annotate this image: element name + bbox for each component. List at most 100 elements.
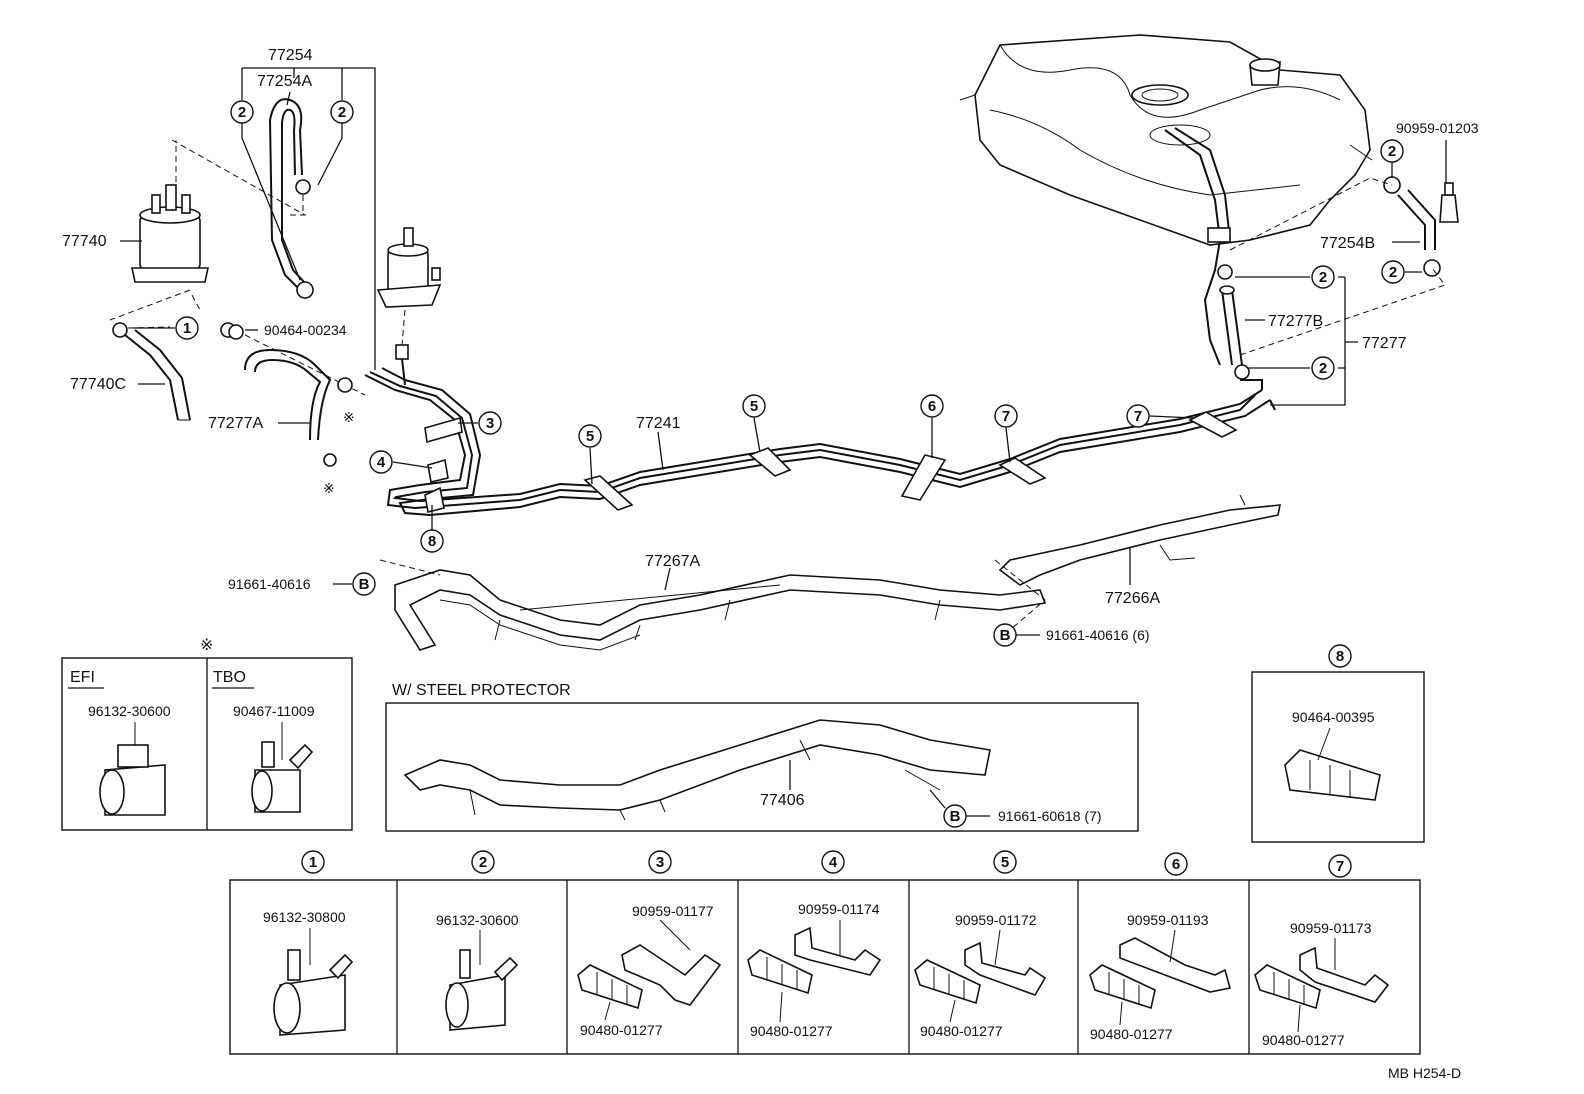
clamp-7a (998, 457, 1047, 485)
callout-5-a: 5 (586, 428, 594, 445)
protector-77266a (994, 494, 1281, 631)
efi-clamp (99, 722, 166, 816)
efi-tbo-ref-mark: ※ (200, 637, 213, 654)
fuel-line-assembly (364, 367, 1276, 517)
callout-2-b: 2 (338, 104, 346, 121)
leaders (120, 67, 1447, 817)
hose-77254a (269, 98, 314, 299)
fuel-tank (959, 34, 1373, 366)
cell-7-clips (1254, 938, 1390, 1033)
cell-1-part: 96132-30800 (263, 909, 346, 925)
cell-3-clips (577, 919, 722, 1021)
steel-protector-box (385, 702, 1139, 832)
callout-5-b: 5 (750, 398, 758, 415)
label-77254b: 77254B (1320, 235, 1375, 252)
fuel-filter (376, 227, 442, 386)
clamp-6 (900, 454, 947, 501)
cell-6-part-b: 90480-01277 (1090, 1026, 1173, 1042)
cell-6-part-a: 90959-01193 (1127, 912, 1209, 928)
callout-2-c: 2 (1388, 143, 1396, 160)
cell-8-box (1251, 671, 1425, 843)
callout-4: 4 (377, 454, 386, 471)
callout-2-f: 2 (1319, 360, 1327, 377)
label-90464-00234: 90464-00234 (264, 322, 347, 338)
cell-2-num: 2 (479, 854, 487, 871)
label-91661-60618-7: 91661-60618 (7) (998, 808, 1102, 824)
clamp-3 (424, 416, 463, 444)
leader-b-left (379, 559, 441, 576)
label-77254: 77254 (268, 47, 313, 64)
callout-b-a: B (359, 576, 370, 593)
label-91661-40616: 91661-40616 (228, 576, 311, 592)
hose-77277a: ※ ※ (220, 322, 366, 496)
callout-2-e: 2 (1319, 269, 1327, 286)
callout-3: 3 (486, 415, 494, 432)
footer-code: MB H254-D (1388, 1065, 1461, 1081)
cell-6-clips (1089, 929, 1232, 1026)
hoses-right (1217, 176, 1459, 380)
clamp-8 (424, 486, 445, 513)
cell-5-num: 5 (1001, 854, 1009, 871)
protector-77406 (403, 719, 991, 821)
charcoal-canister (109, 139, 306, 321)
label-77740: 77740 (62, 233, 107, 250)
steel-protector-label: W/ STEEL PROTECTOR (392, 682, 571, 699)
cell-4-part-b: 90480-01277 (750, 1023, 833, 1039)
cell-5-clips (914, 929, 1047, 1023)
cell-1-clamp (273, 928, 354, 1036)
ref-mark-1: ※ (343, 409, 355, 425)
cell-4-clips (747, 920, 882, 1023)
label-77267a: 77267A (645, 553, 700, 570)
callout-2-a: 2 (238, 104, 246, 121)
tbo-label: TBO (213, 669, 246, 686)
cell-5-part-a: 90959-01172 (955, 912, 1037, 928)
part-labels: 77254 77254A 77740 77740C 90464-00234 77… (62, 47, 1479, 1081)
clamp-4 (427, 458, 449, 483)
label-77277: 77277 (1362, 335, 1407, 352)
label-77254a: 77254A (257, 73, 312, 90)
callout-7-a: 7 (1002, 408, 1010, 425)
callout-8: 8 (428, 533, 436, 550)
clamp-5a (583, 475, 634, 511)
hose-77740c (112, 322, 191, 421)
cell-6-num: 6 (1172, 856, 1180, 873)
label-77406: 77406 (760, 792, 805, 809)
label-77266a: 77266A (1105, 590, 1160, 607)
label-77277b: 77277B (1268, 313, 1323, 330)
cell-7-num: 7 (1336, 858, 1344, 875)
callout-6: 6 (928, 398, 936, 415)
label-77740c: 77740C (70, 376, 126, 393)
tbo-part-number: 90467-11009 (233, 703, 315, 719)
ref-mark-2: ※ (323, 480, 335, 496)
cell-3-num: 3 (656, 854, 664, 871)
clamp-7b (1188, 411, 1238, 438)
clamp-5b (748, 447, 792, 477)
label-77241: 77241 (636, 415, 681, 432)
callout-1: 1 (183, 320, 191, 337)
cell-8-part: 90464-00395 (1292, 709, 1375, 725)
efi-part-number: 96132-30600 (88, 703, 171, 719)
callout-circles: 2 2 1 3 4 8 5 5 6 7 7 2 2 2 2 B B B (175, 100, 1405, 828)
cell-4-num: 4 (829, 854, 838, 871)
cell-7-part-a: 90959-01173 (1290, 920, 1372, 936)
cell-8-num: 8 (1336, 648, 1344, 665)
cell-7-part-b: 90480-01277 (1262, 1032, 1345, 1048)
cell-4-part-a: 90959-01174 (798, 901, 880, 917)
tbo-clamp (251, 722, 314, 813)
label-91661-40616-6: 91661-40616 (6) (1046, 627, 1150, 643)
cell-2-part: 96132-30600 (436, 912, 519, 928)
protector-77267a (394, 569, 1047, 651)
cell-3-part-b: 90480-01277 (580, 1022, 663, 1038)
label-77277a: 77277A (208, 415, 263, 432)
clamp-8-drawing (1284, 727, 1381, 801)
clip-table (229, 879, 1421, 1055)
cell-2-clamp (445, 930, 519, 1031)
callout-b-b: B (1000, 627, 1011, 644)
callout-2-d: 2 (1389, 264, 1397, 281)
label-90959-01203: 90959-01203 (1396, 120, 1479, 136)
callout-b-c: B (950, 808, 961, 825)
cell-5-part-b: 90480-01277 (920, 1023, 1003, 1039)
callout-7-b: 7 (1134, 408, 1142, 425)
